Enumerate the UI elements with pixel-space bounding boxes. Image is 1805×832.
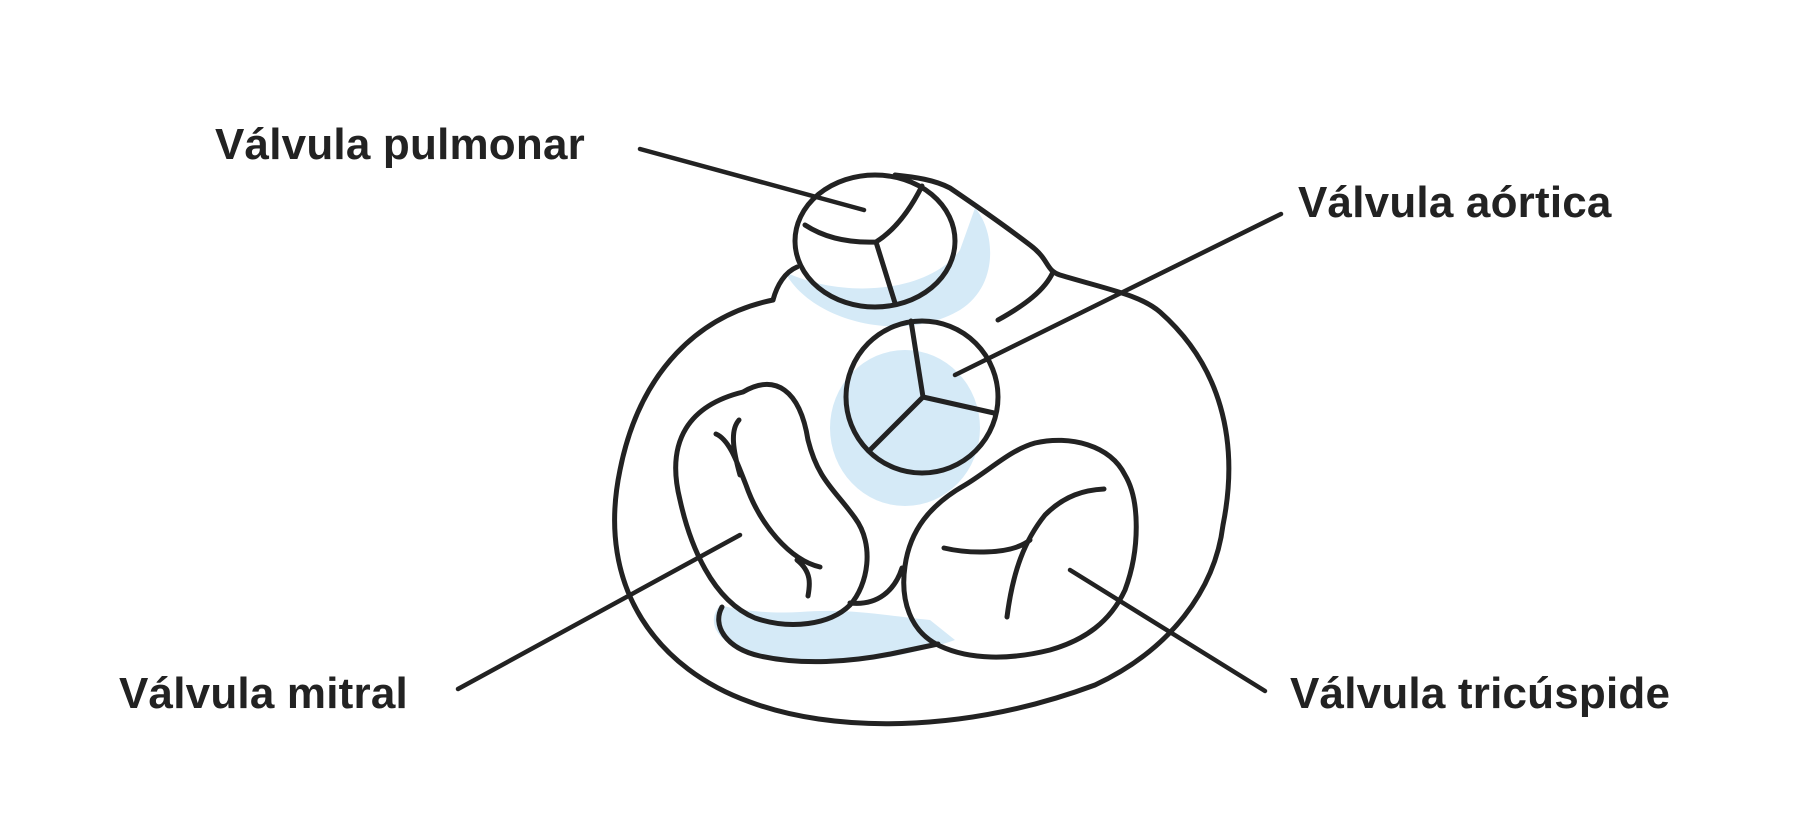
aortic-root-curve (995, 269, 1056, 323)
mitral-shadow (713, 605, 955, 664)
aortic-shadow (830, 350, 980, 506)
pulmonary-root-curl (770, 264, 800, 303)
mitral-annulus-curve (716, 604, 941, 665)
valve-connector (847, 565, 905, 606)
heart-base-outline (612, 172, 1232, 727)
leader-pulmonary (637, 146, 867, 213)
aortic-valve-cusps (867, 318, 997, 453)
label-mitral-valve: Válvula mitral (119, 669, 408, 718)
mitral-valve-cusp-line (713, 417, 823, 599)
label-aortic-valve: Válvula aórtica (1298, 178, 1612, 227)
label-pulmonary-valve: Válvula pulmonar (215, 120, 585, 169)
tricuspid-valve (901, 437, 1139, 660)
leader-aortic (952, 211, 1284, 378)
leader-tricuspid (1067, 567, 1268, 694)
pulmonary-valve-cusps (802, 183, 925, 306)
leader-mitral (455, 532, 743, 692)
tricuspid-valve-cusp-lines (941, 486, 1107, 620)
mitral-valve (673, 381, 870, 627)
pulmonary-valve (792, 172, 958, 310)
aortic-valve (843, 318, 1001, 476)
label-tricuspid-valve: Válvula tricúspide (1290, 669, 1670, 718)
